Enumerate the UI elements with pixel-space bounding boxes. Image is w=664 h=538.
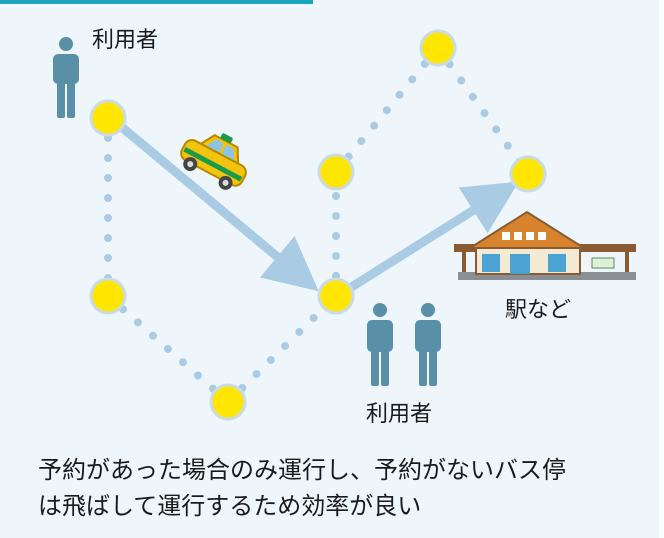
bus-stop-icon [89, 99, 127, 137]
header-accent-bar [0, 0, 313, 4]
route-diagram [53, 29, 636, 421]
caption-line: 予約があった場合のみ運行し、予約がないバス停 [38, 456, 566, 484]
route-arrow [345, 181, 519, 293]
station-building-icon [454, 210, 636, 280]
skipped-route-segment [224, 292, 340, 406]
person-icon [367, 303, 393, 386]
bus-stop-icon [317, 153, 355, 191]
operated-route [113, 119, 519, 293]
route-arrow [113, 119, 319, 292]
bus-stop-icon [317, 277, 355, 315]
person-icon [53, 37, 79, 118]
bus-stop-icon [419, 29, 457, 67]
taxi-icon [180, 133, 247, 190]
skipped-route-segment [434, 44, 532, 178]
bus-stop-icon [509, 155, 547, 193]
user-label-bottom: 利用者 [366, 402, 433, 427]
caption: 予約があった場合のみ運行し、予約がないバス停 は飛ばして運行するため効率が良い [38, 452, 648, 524]
skipped-route-dots [104, 44, 532, 406]
caption-line: は飛ばして運行するため効率が良い [38, 492, 422, 520]
person-icon [415, 303, 441, 386]
bus-stop-icon [89, 277, 127, 315]
bus-stops [89, 29, 547, 421]
skipped-route-segment [104, 292, 232, 406]
station-label: 駅など [505, 298, 572, 323]
skipped-route-segment [332, 44, 442, 176]
user-label-top: 利用者 [92, 28, 159, 53]
bus-stop-icon [209, 383, 247, 421]
